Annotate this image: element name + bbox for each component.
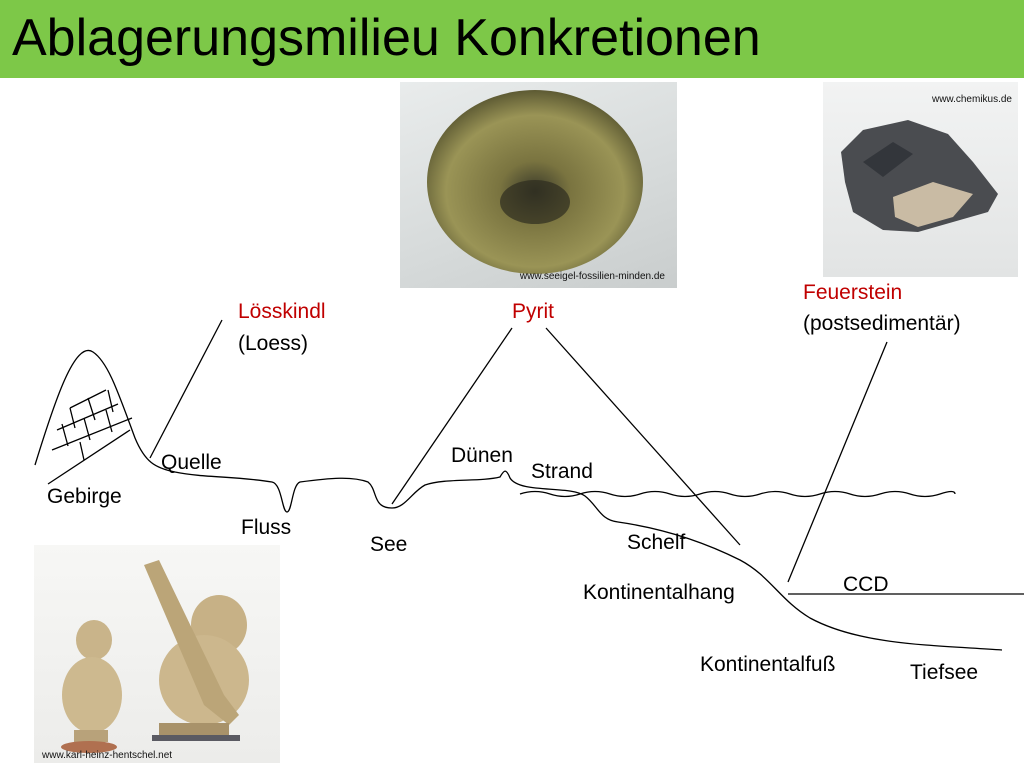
pyrite-concretion-image	[427, 90, 643, 274]
pyrite-concretion-label: Pyrit	[512, 300, 554, 323]
label-gebirge: Gebirge	[47, 485, 122, 508]
title-bar: Ablagerungsmilieu Konkretionen	[0, 0, 1024, 78]
mountain-base-line	[47, 429, 131, 485]
flint-concretion-label: Feuerstein	[803, 281, 903, 304]
loess-dolls-image	[61, 560, 249, 753]
label-duenen: Dünen	[451, 444, 513, 467]
label-kontinentalhang: Kontinentalhang	[583, 581, 735, 604]
mountain-strata	[51, 389, 133, 461]
page-title: Ablagerungsmilieu Konkretionen	[12, 9, 761, 67]
loess-photo: www.karl-heinz-hentschel.net	[34, 545, 280, 763]
label-schelf: Schelf	[627, 531, 686, 554]
pyrite-pointer-line-slope	[545, 327, 741, 546]
label-quelle: Quelle	[161, 451, 222, 474]
label-fluss: Fluss	[241, 516, 292, 539]
loess-concretion-label: Lösskindl	[238, 300, 326, 323]
mountain-outline	[34, 349, 176, 473]
terrain-profile	[174, 470, 1003, 651]
pyrite-pointer-line-see	[391, 327, 513, 505]
flint-concretion-sublabel: (postsedimentär)	[803, 312, 961, 335]
loess-concretion-sublabel: (Loess)	[238, 332, 309, 355]
label-see: See	[370, 533, 408, 556]
loess-pointer-line	[149, 319, 223, 459]
label-strand: Strand	[531, 460, 593, 483]
pyrite-photo-credit[interactable]: www.seeigel-fossilien-minden.de	[519, 271, 665, 282]
flint-pointer-line	[787, 341, 888, 583]
pyrite-photo: www.seeigel-fossilien-minden.de	[400, 82, 677, 288]
loess-photo-credit[interactable]: www.karl-heinz-hentschel.net	[42, 750, 173, 761]
label-kontinentalfuss: Kontinentalfuß	[700, 653, 836, 676]
flint-photo: www.chemikus.de	[823, 82, 1018, 277]
label-tiefsee: Tiefsee	[910, 661, 979, 684]
sea-surface-wave	[519, 490, 956, 498]
flint-nodule-image	[841, 120, 998, 232]
label-ccd: CCD	[843, 573, 889, 596]
flint-photo-credit[interactable]: www.chemikus.de	[931, 94, 1012, 105]
